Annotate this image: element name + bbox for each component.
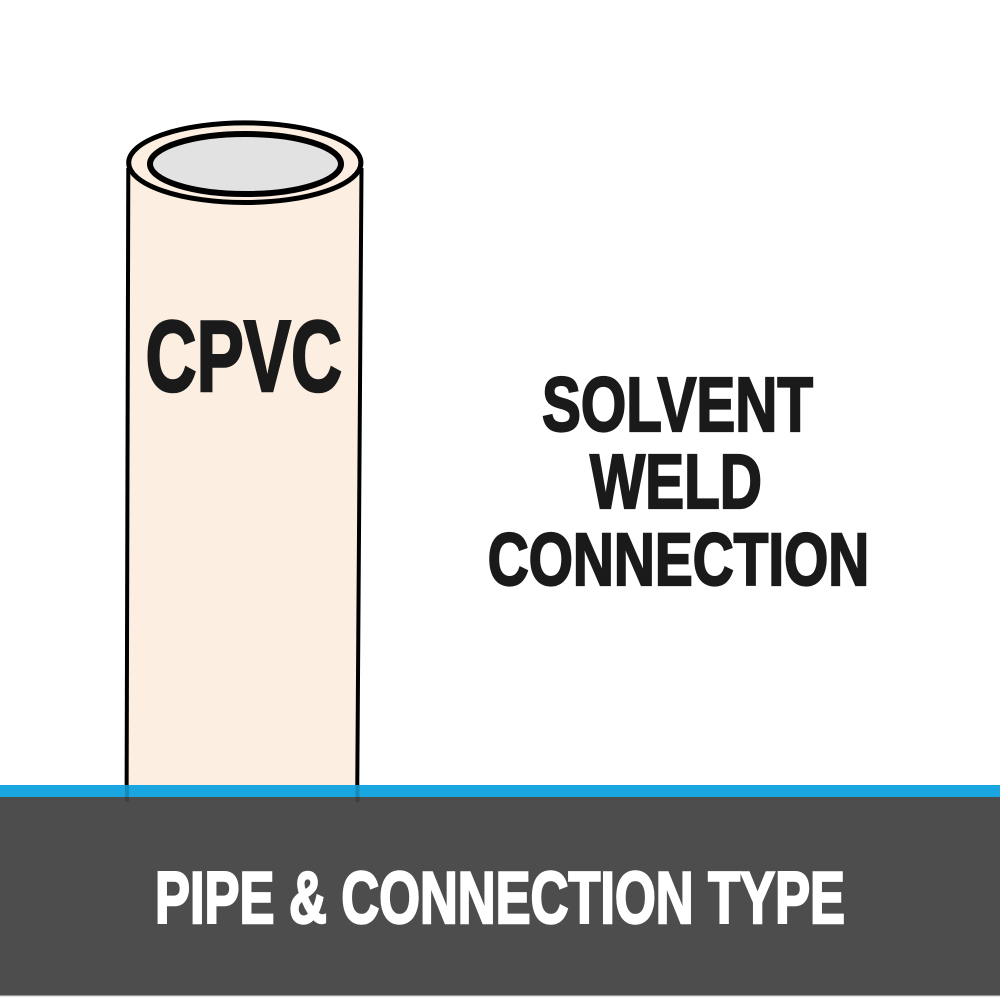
svg-text:WELD: WELD xyxy=(590,439,762,525)
svg-text:PIPE & CONNECTION TYPE: PIPE & CONNECTION TYPE xyxy=(155,858,845,939)
svg-text:CONNECTION: CONNECTION xyxy=(488,518,870,601)
svg-text:SOLVENT: SOLVENT xyxy=(542,362,813,448)
svg-text:CPVC: CPVC xyxy=(146,301,343,413)
